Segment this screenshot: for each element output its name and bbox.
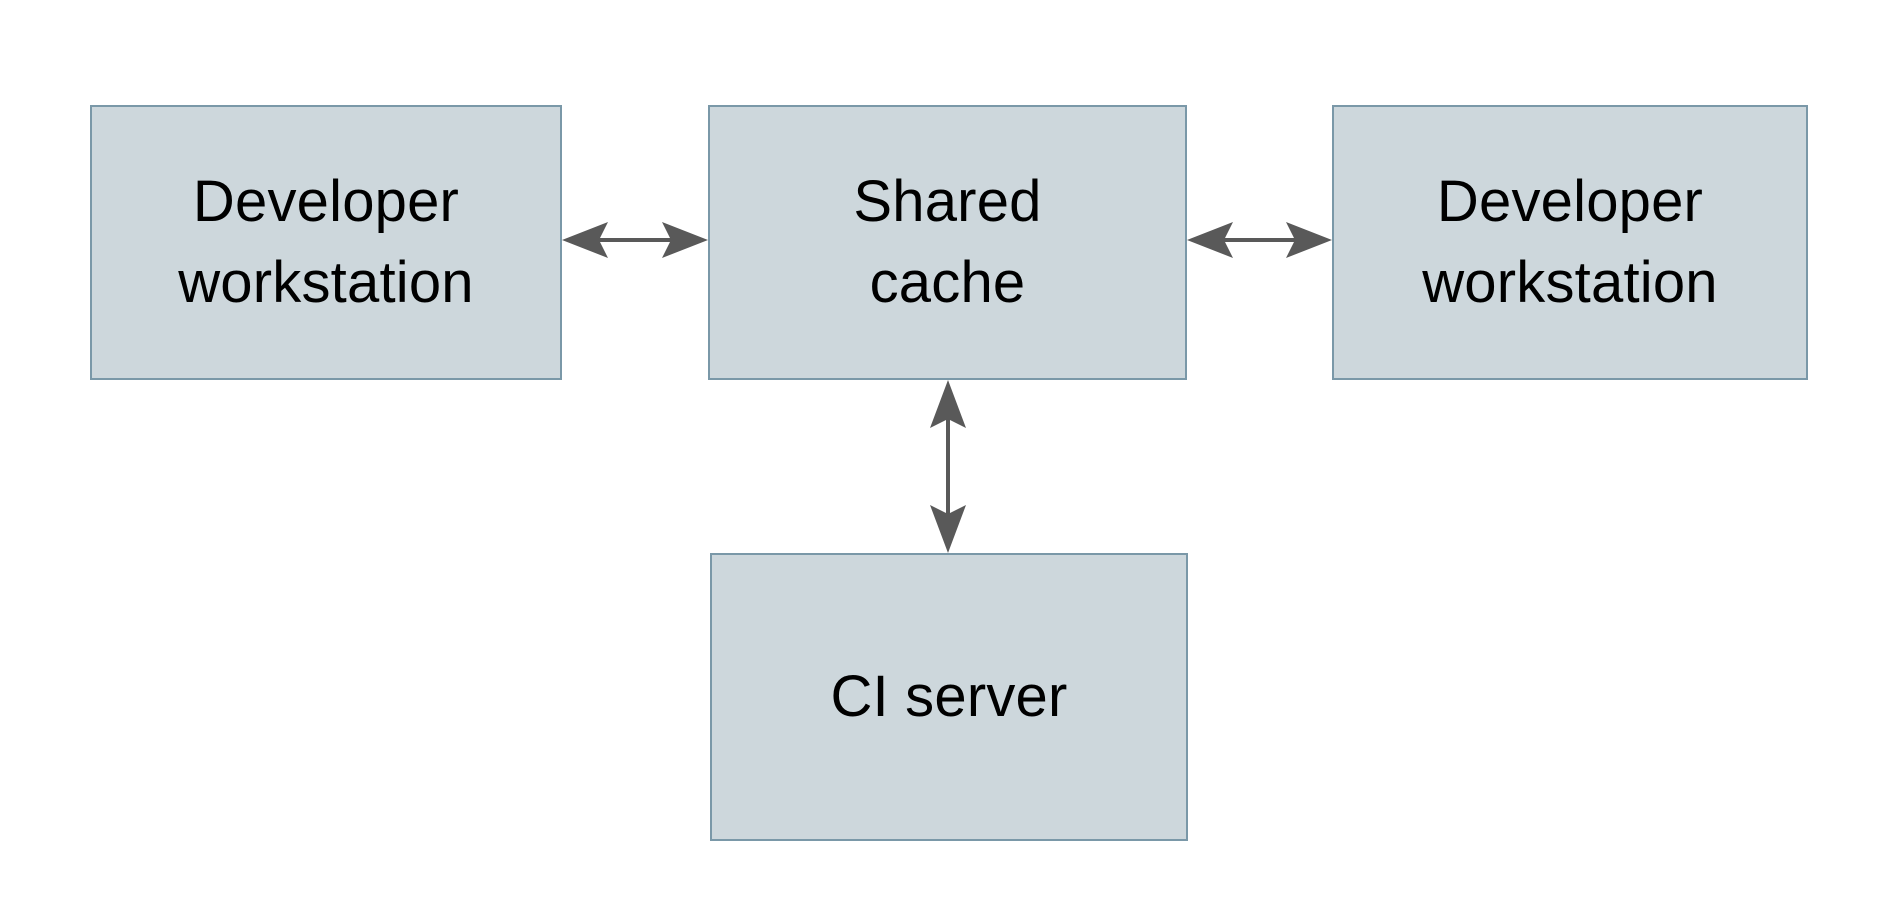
- node-label-developer-workstation-left: Developer workstation: [178, 169, 474, 315]
- node-developer-workstation-left[interactable]: Developer workstation: [90, 105, 562, 380]
- node-label-ci-server: CI server: [830, 663, 1068, 729]
- node-label-shared-cache: Shared cache: [853, 169, 1042, 315]
- double-headed-arrow-horizontal-icon: [1187, 222, 1332, 258]
- node-label-developer-workstation-right: Developer workstation: [1422, 169, 1718, 315]
- double-headed-arrow-vertical-icon: [930, 380, 966, 553]
- node-shared-cache[interactable]: Shared cache: [708, 105, 1187, 380]
- node-developer-workstation-right[interactable]: Developer workstation: [1332, 105, 1808, 380]
- double-headed-arrow-horizontal-icon: [562, 222, 708, 258]
- connector-cache-to-ci-server: [924, 380, 972, 553]
- connector-workstation-left-to-cache: [562, 216, 708, 264]
- connector-cache-to-workstation-right: [1187, 216, 1332, 264]
- node-ci-server[interactable]: CI server: [710, 553, 1188, 841]
